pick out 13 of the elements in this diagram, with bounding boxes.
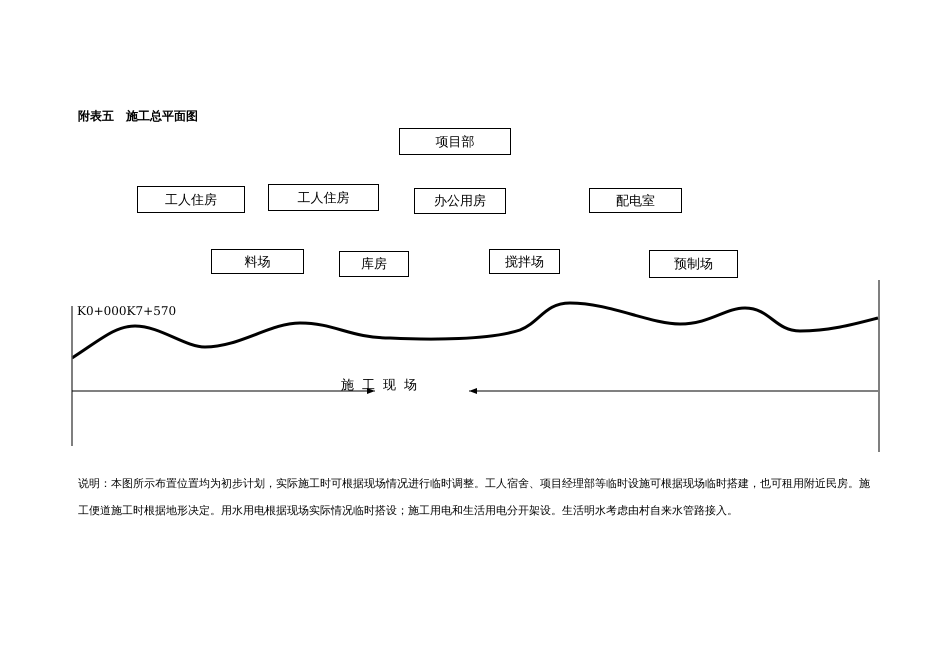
building-box: 搅拌场 [489, 249, 560, 274]
site-label: 施工现场 [341, 377, 425, 394]
stake-label: K0+000K7+570 [77, 304, 176, 318]
building-box: 办公用房 [414, 188, 506, 214]
building-box: 工人住房 [268, 184, 379, 211]
building-box: 项目部 [399, 128, 511, 155]
note-paragraph: 说明：本图所示布置位置均为初步计划，实际施工时可根据现场情况进行临时调整。工人宿舍、项目经理部等临时设施可根据现场临时搭建，也可租用附近民房。施工便道施工时根据地形决定。用水用电根据现场实际情况临时搭设；施工用电和生活用电分开架设。生活明水考虑由村自来水管路接入。 [78, 476, 871, 519]
building-box: 料场 [211, 249, 304, 274]
building-box: 工人住房 [137, 186, 245, 213]
building-box: 预制场 [649, 250, 738, 278]
title: 附表五 施工总平面图 [78, 108, 198, 125]
building-box: 配电室 [589, 188, 682, 213]
building-box: 库房 [339, 251, 409, 277]
